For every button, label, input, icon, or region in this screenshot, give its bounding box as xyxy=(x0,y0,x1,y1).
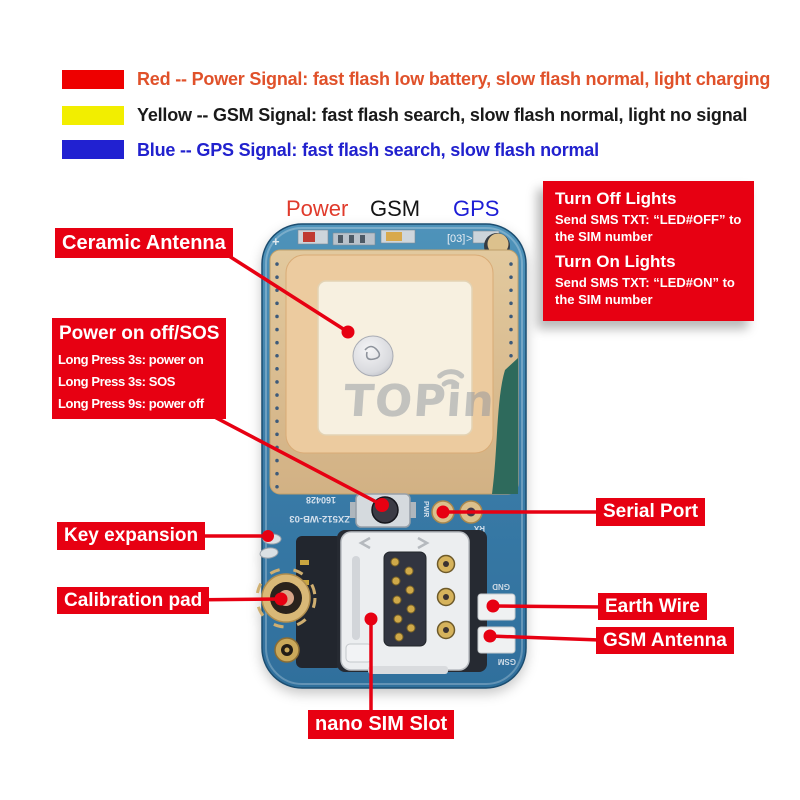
arrow-silkscreen: > xyxy=(466,233,472,245)
callout-power-sos: Power on off/SOS Long Press 3s: power on… xyxy=(52,318,226,419)
callout-led-sms-commands: Turn Off Lights Send SMS TXT: “LED#OFF” … xyxy=(543,181,754,321)
power-sos-line-2: Long Press 3s: SOS xyxy=(58,374,176,389)
gsm-antenna-pad xyxy=(477,626,516,654)
power-led-label: Power xyxy=(286,196,349,221)
power-led-red-dot xyxy=(303,232,315,242)
power-sos-line-1: Long Press 3s: power on xyxy=(58,352,204,367)
turn-off-lights-body: Send SMS TXT: “LED#OFF” to the SIM numbe… xyxy=(555,212,742,244)
model-silkscreen: ZX512-WB-03 xyxy=(289,513,350,524)
callout-serial-port: Serial Port xyxy=(596,498,706,526)
chip-notch xyxy=(349,235,354,243)
rx-silkscreen: RX xyxy=(473,524,485,533)
led-mark-silkscreen: [03] xyxy=(447,233,465,245)
small-pad-center xyxy=(284,647,290,653)
chip-notch xyxy=(360,235,365,243)
solder-mask-patch xyxy=(492,358,518,494)
callout-nano-sim-slot: nano SIM Slot xyxy=(308,710,455,739)
gsm-led-amber-dot xyxy=(386,232,402,241)
sim-shield-bottom-tab xyxy=(368,666,448,674)
gsm-led-label: GSM xyxy=(370,196,421,221)
sim-anchor-contacts xyxy=(436,554,456,640)
callout-earth-wire: Earth Wire xyxy=(598,593,707,620)
power-button xyxy=(371,496,399,524)
watermark-wifi-arc-outer xyxy=(437,369,465,379)
gnd-silkscreen: GND xyxy=(492,582,510,591)
callout-calibration-pad: Calibration pad xyxy=(57,587,210,614)
dome-solder-texture xyxy=(364,345,381,361)
callout-ceramic-antenna: Ceramic Antenna xyxy=(55,228,233,258)
mount-hole-pad xyxy=(487,233,509,255)
sim-eject-arrow xyxy=(358,536,371,550)
gsm-silkscreen: GSM xyxy=(497,657,516,666)
sim-contact-pins xyxy=(390,557,416,642)
serial-hole-2 xyxy=(466,507,476,517)
calibration-ring-segments xyxy=(255,567,317,629)
power-sos-title: Power on off/SOS xyxy=(59,323,220,344)
legend-yellow-swatch xyxy=(62,106,124,125)
plus-silkscreen: + xyxy=(272,234,280,249)
key-expansion-pad-2 xyxy=(259,547,279,559)
legend-blue-text: Blue -- GPS Signal: fast flash search, s… xyxy=(137,140,599,160)
pcb-board: + [03] > xyxy=(255,223,527,689)
chip-notch xyxy=(338,235,343,243)
antenna-feed-dome xyxy=(352,335,394,377)
legend-red-text: Red -- Power Signal: fast flash low batt… xyxy=(137,69,771,89)
legend-red-swatch xyxy=(62,70,124,89)
ic-shield-patch xyxy=(296,536,342,668)
ceramic-antenna-top xyxy=(317,280,473,436)
button-wing-right xyxy=(408,502,416,518)
ic-pin xyxy=(300,560,309,565)
turn-off-lights-title: Turn Off Lights xyxy=(555,189,677,208)
sim-contact-window xyxy=(383,551,427,647)
calibration-pad-center xyxy=(278,590,294,606)
button-wing-left xyxy=(350,502,358,518)
key-expansion-pad-1 xyxy=(262,533,282,545)
power-sos-line-3: Long Press 9s: power off xyxy=(58,396,204,411)
legend-yellow-text: Yellow -- GSM Signal: fast flash search,… xyxy=(137,105,748,125)
topin-watermark-text: TOPin xyxy=(342,376,497,427)
gps-led-label: GPS xyxy=(453,196,500,221)
topin-watermark-logo: TOPin xyxy=(342,369,497,427)
date-silkscreen: 160428 xyxy=(306,495,336,505)
watermark-wifi-arc-inner xyxy=(441,379,459,387)
callout-key-expansion: Key expansion xyxy=(57,522,206,550)
sim-shield-groove-left xyxy=(352,556,360,640)
serial-hole-1 xyxy=(438,507,448,517)
turn-on-lights-body: Send SMS TXT: “LED#ON” to the SIM number xyxy=(555,274,735,307)
earth-wire-pad xyxy=(477,593,516,621)
sim-insert-arrow xyxy=(417,536,430,550)
sim-tray-tab xyxy=(345,643,373,663)
turn-on-lights-title: Turn On Lights xyxy=(555,251,676,271)
legend-blue-swatch xyxy=(62,140,124,159)
pwr-silkscreen: PWR xyxy=(422,501,429,517)
callout-gsm-antenna: GSM Antenna xyxy=(596,627,734,654)
